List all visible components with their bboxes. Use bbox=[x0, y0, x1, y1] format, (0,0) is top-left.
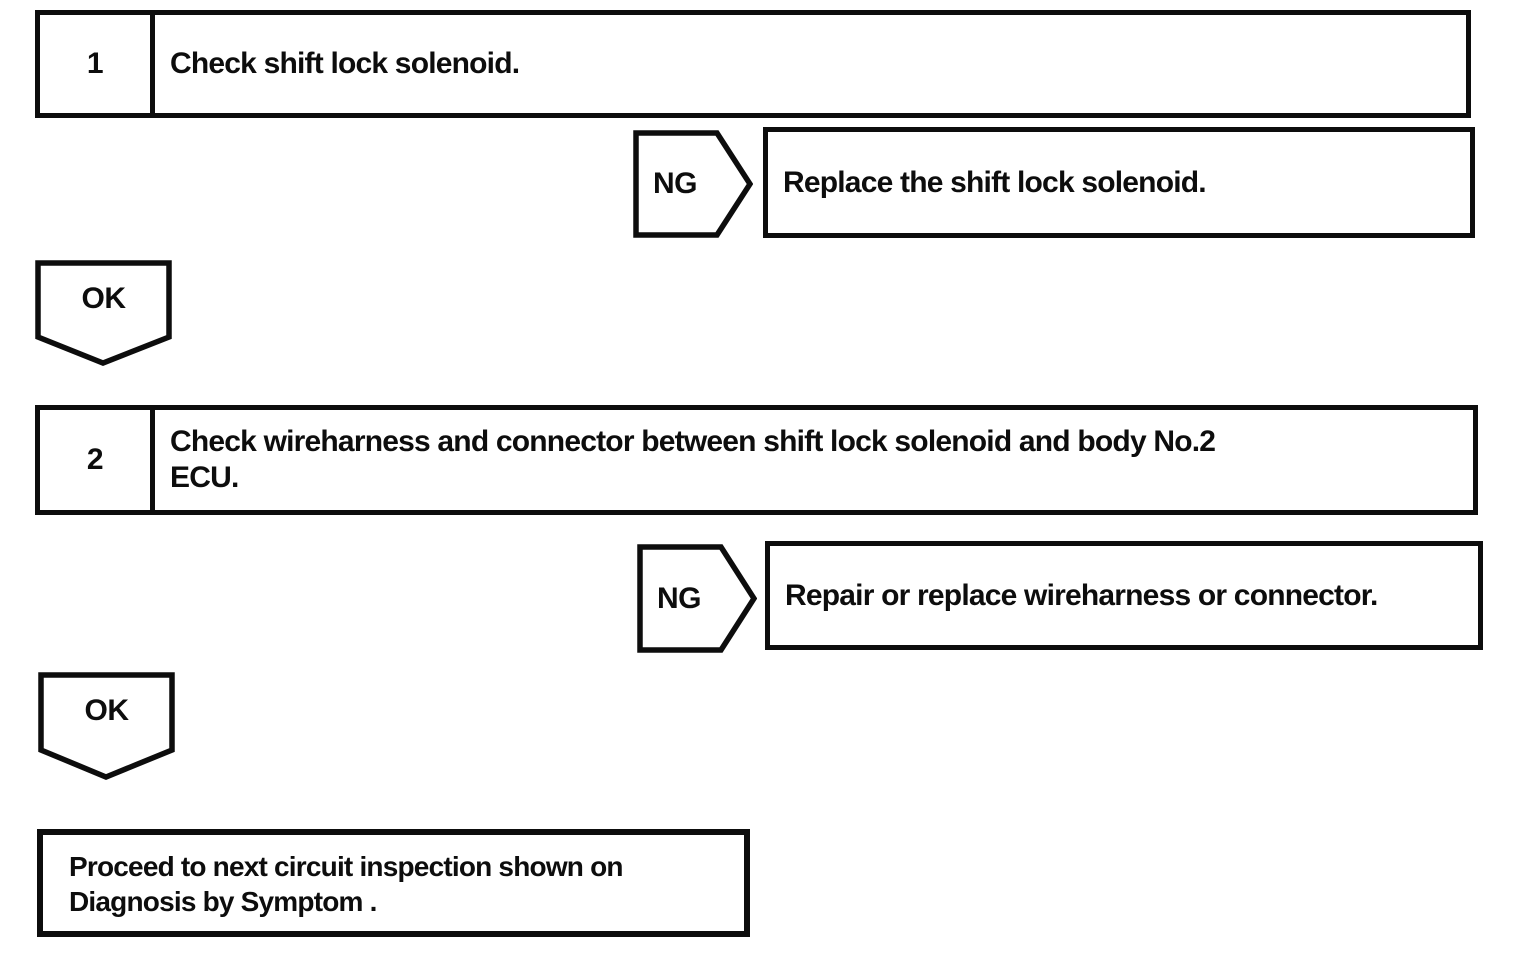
step-2-box: 2 Check wireharness and connector betwee… bbox=[35, 405, 1478, 515]
final-action-box: Proceed to next circuit inspection shown… bbox=[37, 829, 750, 937]
step-2-instruction: Check wireharness and connector between … bbox=[155, 410, 1473, 510]
step-2-ng-connector: NG bbox=[637, 544, 757, 653]
step-1-instruction: Check shift lock solenoid. bbox=[155, 15, 1466, 113]
step-2-ok-label: OK bbox=[84, 694, 130, 727]
step-1-instruction-line-1: Check shift lock solenoid. bbox=[170, 47, 520, 80]
step-1-ng-action-box: Replace the shift lock solenoid. bbox=[763, 127, 1475, 238]
final-action-text: Proceed to next circuit inspection shown… bbox=[43, 835, 744, 931]
ok-arrow-icon bbox=[35, 260, 172, 366]
step-2-ng-action-box: Repair or replace wireharness or connect… bbox=[765, 541, 1483, 650]
step-1-number: 1 bbox=[40, 15, 155, 113]
step-1-ng-label: NG bbox=[653, 167, 698, 200]
step-1-ok-label: OK bbox=[81, 282, 127, 315]
step-1-ok-connector: OK bbox=[35, 260, 172, 366]
step-1-box: 1 Check shift lock solenoid. bbox=[35, 10, 1471, 118]
step-2-ng-action-line: Repair or replace wireharness or connect… bbox=[785, 578, 1378, 612]
ok-arrow-icon bbox=[38, 672, 175, 780]
final-action-line-2: Diagnosis by Symptom . bbox=[69, 886, 377, 917]
final-action-line-1: Proceed to next circuit inspection shown… bbox=[69, 851, 623, 882]
step-2-ok-connector: OK bbox=[38, 672, 175, 780]
step-2-ng-label: NG bbox=[657, 581, 702, 615]
ng-arrow-icon bbox=[633, 130, 753, 238]
step-2-instruction-line-1: Check wireharness and connector between … bbox=[170, 425, 1216, 458]
ng-arrow-icon bbox=[637, 544, 757, 653]
step-2-ng-action-text: Repair or replace wireharness or connect… bbox=[770, 546, 1478, 645]
step-1-ng-action-line: Replace the shift lock solenoid. bbox=[783, 165, 1207, 199]
step-1-ng-connector: NG bbox=[633, 130, 753, 238]
step-1-ng-action-text: Replace the shift lock solenoid. bbox=[768, 132, 1470, 233]
step-2-instruction-line-2: ECU. bbox=[170, 461, 239, 494]
step-2-number: 2 bbox=[40, 410, 155, 510]
